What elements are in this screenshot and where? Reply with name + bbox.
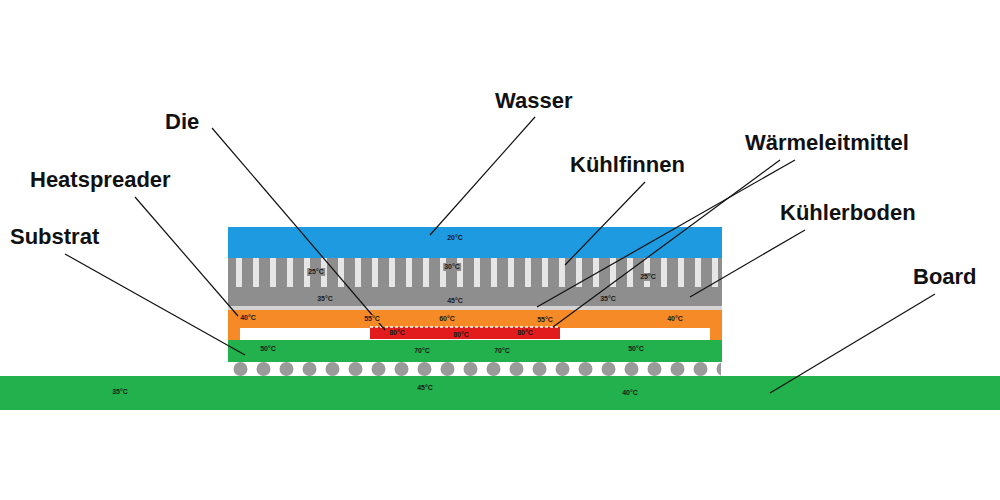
part-label: Kühlfinnen: [570, 152, 685, 178]
fin-block: 25°C 30°C 25°C: [228, 258, 722, 292]
temperature-value: 55°C: [363, 315, 381, 323]
temperature-value: 20°C: [446, 234, 464, 242]
solder-balls: [229, 362, 721, 376]
temperature-value: 35°C: [111, 388, 129, 396]
temperature-value: 35°C: [599, 295, 617, 303]
substrate-plate: [228, 340, 722, 362]
temperature-value: 70°C: [493, 347, 511, 355]
substrate-plate: 50°C 70°C 70°C 50°C: [228, 340, 722, 362]
temperature-value: 45°C: [416, 384, 434, 392]
cooler-base: 35°C 45°C 35°C: [228, 292, 722, 306]
board-plate: [0, 376, 1000, 410]
cooling-fins: [232, 258, 718, 287]
temperature-value: 55°C: [536, 316, 554, 324]
heatspreader-plate: 40°C 55°C 60°C 55°C 40°C: [228, 310, 722, 340]
thermal-paste-die: [370, 326, 560, 328]
temperature-value: 60°C: [438, 315, 456, 323]
temperature-value: 80°C: [388, 329, 406, 337]
leader-lines: [65, 117, 935, 393]
temperature-value: 40°C: [666, 315, 684, 323]
temperature-value: 40°C: [239, 314, 257, 322]
thermal-paste-layer: [228, 306, 722, 310]
die-chip: 80°C 80°C 80°C: [370, 327, 560, 339]
part-label: Wasser: [495, 88, 572, 114]
temperature-value: 70°C: [413, 347, 431, 355]
part-label: Board: [913, 264, 977, 290]
part-label: Kühlerboden: [780, 200, 916, 226]
die-chip: [370, 327, 560, 339]
part-label: Wärmeleitmittel: [745, 130, 909, 156]
temperature-value: 45°C: [446, 297, 464, 305]
heatspreader-body: [228, 310, 722, 340]
temperature-value: 50°C: [627, 345, 645, 353]
temperature-value: 25°C: [639, 273, 657, 281]
temperature-value: 80°C: [452, 331, 470, 339]
temperature-value: 80°C: [516, 329, 534, 337]
cooler-body: [228, 258, 722, 306]
temperature-value: 40°C: [621, 389, 639, 397]
temperature-value: 50°C: [259, 345, 277, 353]
temperature-value: 35°C: [316, 295, 334, 303]
board-plate: 35°C 45°C 40°C: [0, 376, 1000, 410]
temperature-value: 30°C: [443, 263, 461, 271]
heatspreader-cavity: [240, 328, 710, 340]
water-channel: [228, 227, 722, 258]
part-label: Die: [165, 109, 199, 135]
water-band: 20°C: [228, 227, 722, 258]
temperature-value: 25°C: [307, 268, 325, 276]
part-label: Substrat: [10, 224, 99, 250]
part-label: Heatspreader: [30, 167, 171, 193]
